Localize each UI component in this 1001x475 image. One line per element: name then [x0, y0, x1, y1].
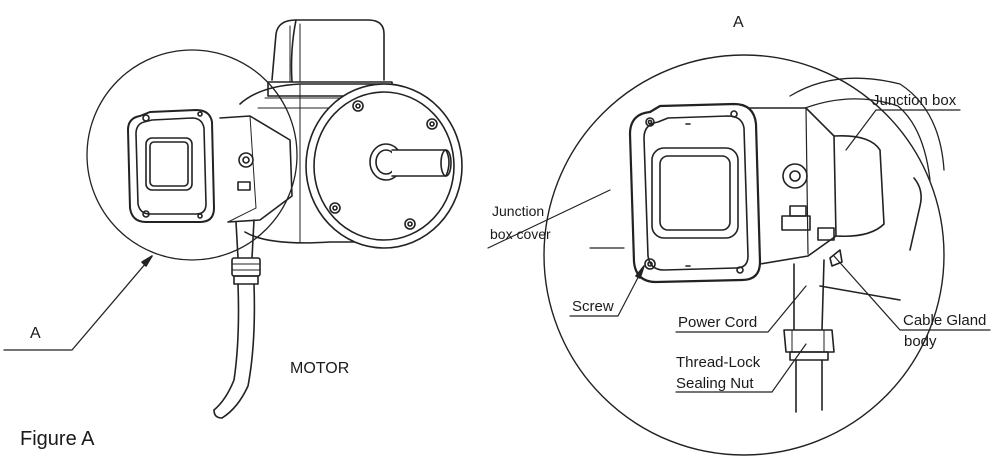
motor-label: MOTOR: [290, 360, 350, 377]
motor-drawing: [3, 19, 463, 419]
figure-caption: Figure A: [20, 428, 95, 450]
callout-screw: Screw: [572, 298, 614, 315]
callout-junction-box: Junction box: [872, 92, 957, 109]
callout-thread-lock-2: Sealing Nut: [676, 375, 754, 392]
callout-cable-gland-2: body: [904, 333, 937, 350]
callout-junction-box-cover-2: box cover: [490, 226, 551, 242]
callout-junction-box-cover-1: Junction: [492, 203, 545, 219]
callout-cable-gland-1: Cable Gland: [903, 312, 987, 329]
callout-thread-lock-1: Thread-Lock: [676, 354, 761, 371]
detail-marker-right: A: [733, 14, 744, 31]
detail-marker-left: A: [30, 325, 41, 342]
callout-power-cord: Power Cord: [678, 314, 758, 331]
detail-a-drawing: [487, 54, 991, 456]
